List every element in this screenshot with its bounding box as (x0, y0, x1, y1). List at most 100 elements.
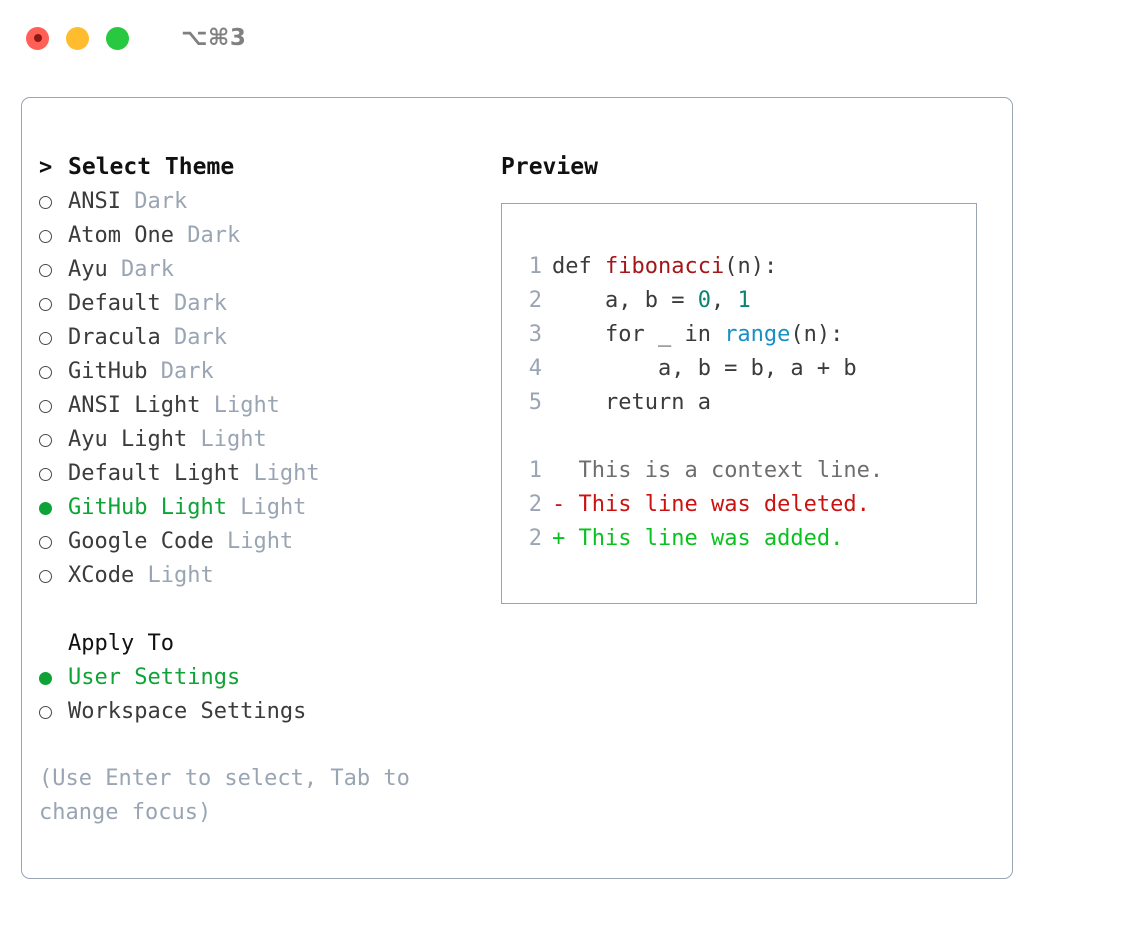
apply-to-label: Workspace Settings (68, 698, 307, 724)
radio-glyph (39, 535, 52, 549)
theme-variant: Light (200, 426, 267, 452)
code-line: 5 return a (520, 386, 976, 420)
code-token: 0 (697, 288, 711, 313)
diff-sign: - (552, 492, 579, 517)
traffic-light-controls (26, 26, 129, 50)
theme-name: Ayu Light (68, 426, 188, 452)
code-token: a, b = (552, 288, 698, 313)
radio-unselected-icon[interactable] (39, 325, 68, 350)
theme-name: XCode (68, 562, 135, 588)
radio-glyph (39, 365, 52, 379)
radio-glyph (39, 331, 52, 345)
zoom-window-icon[interactable] (106, 26, 129, 50)
radio-unselected-icon[interactable] (39, 563, 68, 588)
theme-variant: Dark (187, 222, 241, 248)
code-line: 2 a, b = 0, 1 (520, 284, 976, 318)
radio-unselected-icon[interactable] (39, 427, 68, 452)
radio-unselected-icon[interactable] (39, 189, 68, 214)
radio-unselected-icon[interactable] (39, 359, 68, 384)
radio-glyph (39, 297, 52, 311)
section-spacer (39, 592, 479, 626)
code-token: return a (552, 390, 711, 415)
close-window-icon[interactable] (26, 26, 49, 50)
diff-line: 1 This is a context line. (520, 454, 976, 488)
theme-list-item[interactable]: Ayu Dark (39, 252, 479, 286)
theme-name: Atom One (68, 222, 174, 248)
diff-text: This line was added. (578, 526, 844, 551)
minimize-window-icon[interactable] (66, 26, 89, 50)
radio-unselected-icon[interactable] (39, 699, 68, 724)
theme-list-item[interactable]: GitHub Light Light (39, 490, 479, 524)
diff-sign: + (552, 526, 579, 551)
keyboard-shortcut-label: ⌥⌘3 (181, 25, 247, 51)
code-token: a, b = b, a + b (552, 356, 857, 381)
radio-glyph (39, 467, 52, 481)
radio-unselected-icon[interactable] (39, 291, 68, 316)
code-token: for _ in (552, 322, 725, 347)
diff-sample: 1 This is a context line. 2- This line wa… (520, 454, 976, 556)
radio-glyph (39, 195, 52, 209)
theme-variant: Dark (121, 256, 174, 282)
radio-unselected-icon[interactable] (39, 257, 68, 282)
theme-list-item[interactable]: Ayu Light Light (39, 422, 479, 456)
line-number: 4 (528, 356, 542, 381)
theme-list-item[interactable]: Default Dark (39, 286, 479, 320)
code-token: (n): (724, 254, 778, 279)
radio-unselected-icon[interactable] (39, 529, 68, 554)
diff-line: 2 + This line was added. (520, 522, 976, 556)
theme-list-item[interactable]: XCode Light (39, 558, 479, 592)
theme-name: Ayu (68, 256, 108, 282)
apply-to-item[interactable]: User Settings (39, 660, 479, 694)
theme-variant: Light (240, 494, 307, 520)
code-diff-spacer (520, 420, 976, 454)
radio-glyph (39, 671, 52, 685)
radio-unselected-icon[interactable] (39, 393, 68, 418)
theme-list-item[interactable]: Atom One Dark (39, 218, 479, 252)
theme-list-item[interactable]: Dracula Dark (39, 320, 479, 354)
radio-unselected-icon[interactable] (39, 461, 68, 486)
theme-list-item[interactable]: GitHub Dark (39, 354, 479, 388)
theme-name: GitHub (68, 358, 148, 384)
code-line: 4 a, b = b, a + b (520, 352, 976, 386)
line-number: 1 (528, 458, 542, 483)
theme-list-item[interactable]: ANSI Light Light (39, 388, 479, 422)
apply-to-item[interactable]: Workspace Settings (39, 694, 479, 728)
diff-sign (552, 458, 579, 483)
diff-text: This line was deleted. (578, 492, 870, 517)
theme-list-item[interactable]: ANSI Dark (39, 184, 479, 218)
window-titlebar: ⌥⌘3 (0, 0, 1140, 76)
radio-glyph (39, 229, 52, 243)
radio-selected-icon[interactable] (39, 665, 68, 690)
line-number: 3 (528, 322, 542, 347)
line-number: 5 (528, 390, 542, 415)
radio-glyph (39, 263, 52, 277)
radio-glyph (39, 399, 52, 413)
theme-list-item[interactable]: Default Light Light (39, 456, 479, 490)
diff-text: This is a context line. (578, 458, 884, 483)
line-number: 2 (528, 526, 542, 551)
line-number: 1 (528, 254, 542, 279)
code-token: 1 (737, 288, 751, 313)
radio-glyph (39, 569, 52, 583)
radio-glyph (39, 501, 52, 515)
code-token: range (724, 322, 791, 347)
theme-name: ANSI (68, 188, 121, 214)
theme-variant: Light (226, 528, 294, 554)
keyboard-hint-text: (Use Enter to select, Tab to change focu… (39, 766, 424, 825)
radio-selected-icon[interactable] (39, 495, 68, 520)
theme-variant: Light (213, 392, 280, 418)
code-line: 3 for _ in range(n): (520, 318, 976, 352)
code-token: def (552, 254, 605, 279)
radio-unselected-icon[interactable] (39, 223, 68, 248)
theme-variant: Dark (134, 188, 188, 214)
preview-title: Preview (501, 154, 598, 180)
theme-variant: Dark (173, 324, 227, 350)
theme-list-item[interactable]: Google Code Light (39, 524, 479, 558)
